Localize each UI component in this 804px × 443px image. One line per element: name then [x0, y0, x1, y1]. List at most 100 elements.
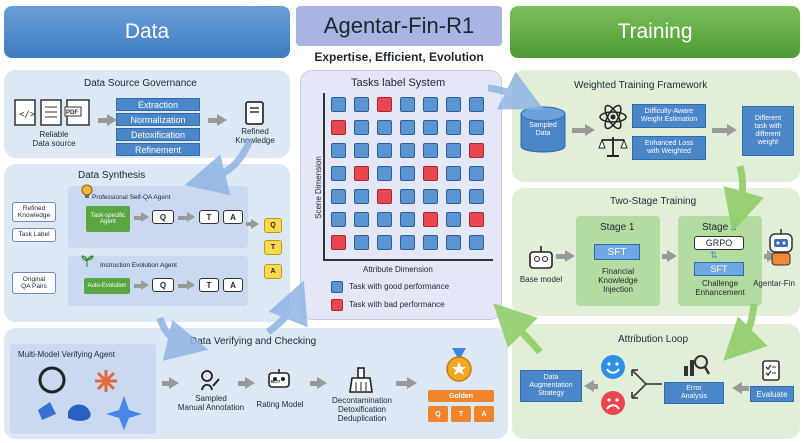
attribution-panel: Attribution Loop Data Augmentation Strat… [512, 324, 800, 439]
qa-agent-title: Professional Self-QA Agent [92, 194, 171, 201]
tasks-title: Tasks label System [351, 77, 446, 89]
base-model-label: Base model [519, 275, 563, 284]
sampled-data-label: Sampled Data [529, 122, 557, 137]
step-extraction: Extraction [116, 98, 200, 111]
arrow-shaft [134, 216, 142, 220]
arrow-shaft [556, 254, 566, 259]
exchange-arrows-icon: ⇅ [710, 250, 718, 260]
original-qa-input: Original QA Pairs [12, 272, 56, 294]
training-header: Training [510, 6, 800, 58]
arrow-shaft [208, 118, 218, 123]
analysis-icon [684, 355, 710, 376]
task-cell-good [446, 120, 461, 135]
medal-icon [446, 348, 472, 382]
arrow-head [251, 219, 259, 229]
arrow-shaft [238, 381, 246, 386]
tasks-panel: Tasks label System Scene Dimension Attri… [300, 70, 502, 320]
arrow-head [585, 124, 595, 136]
a-evolved-box: A [223, 278, 243, 292]
task-cell-good [400, 166, 415, 181]
subtitle: Expertise, Efficient, Evolution [314, 50, 484, 64]
bulb-icon [81, 184, 93, 198]
arrow-head [245, 377, 255, 389]
data-synthesis-panel: Data Synthesis Professional Self-QA Agen… [4, 164, 290, 322]
task-cell-good [423, 189, 438, 204]
scale-icon [598, 137, 628, 157]
arrow-shaft [572, 128, 586, 133]
y-axis [323, 93, 325, 261]
task-cell-good [400, 189, 415, 204]
checklist-icon [762, 360, 780, 381]
tasks-grid [331, 97, 491, 257]
broom-icon [349, 367, 373, 393]
task-cell-good [377, 166, 392, 181]
task-cell-good [400, 235, 415, 250]
attribution-title: Attribution Loop [618, 334, 689, 345]
q-box: Q [152, 210, 174, 224]
challenge-label: Challenge Enhancement [695, 279, 745, 297]
arrow-head [217, 114, 227, 126]
task-cell-bad [354, 166, 369, 181]
legend-good-swatch [331, 281, 343, 293]
arrow-shaft [712, 128, 728, 133]
arrow-shaft [396, 381, 408, 386]
task-cell-good [400, 120, 415, 135]
arrow-shaft [178, 284, 188, 288]
a-box: A [223, 210, 243, 224]
evaluate-box: Evaluate [750, 386, 794, 402]
task-cell-good [331, 143, 346, 158]
arrow-shaft [246, 222, 252, 226]
golden-box: Golden [428, 390, 494, 402]
arrow-shaft [98, 118, 108, 123]
qta-q: Q [264, 218, 282, 233]
task-cell-good [377, 212, 392, 227]
task-cell-good [354, 235, 369, 250]
task-cell-good [469, 97, 484, 112]
arrow-head-left [584, 380, 594, 392]
task-cell-bad [469, 212, 484, 227]
refined-knowledge-label: Refined Knowledge [235, 127, 275, 145]
data-header: Data [4, 6, 290, 58]
sprout-icon [81, 255, 94, 267]
sft-stage1-box: SFT [594, 244, 640, 260]
task-cell-good [469, 120, 484, 135]
agentar-robot-icon [769, 229, 793, 266]
arrow-head [407, 377, 417, 389]
data-header-label: Data [124, 20, 170, 43]
legend-bad-swatch [331, 299, 343, 311]
task-cell-good [469, 235, 484, 250]
x-axis [323, 259, 493, 261]
branch-arrows-icon [631, 369, 662, 399]
task-cell-bad [423, 212, 438, 227]
legend-good-label: Task with good performance [349, 282, 450, 291]
task-agent-box: Task-specific Agent [86, 206, 130, 232]
legend-bad-label: Task with bad performance [349, 300, 445, 309]
task-cell-good [377, 235, 392, 250]
task-cell-bad [469, 143, 484, 158]
task-cell-good [423, 235, 438, 250]
title-label: Agentar-Fin-R1 [323, 13, 475, 38]
arrow-head [317, 377, 327, 389]
sad-face-icon [601, 391, 625, 415]
golden-t: T [451, 406, 471, 422]
verify-title: Data Verifying and Checking [190, 336, 317, 347]
arrow-head [727, 124, 737, 136]
task-cell-good [354, 97, 369, 112]
task-cell-good [331, 189, 346, 204]
task-cell-good [354, 120, 369, 135]
arrow-head [107, 114, 117, 126]
q-evolved-box: Q [152, 278, 174, 292]
rating-model-label: Rating Model [256, 400, 304, 409]
task-cell-good [446, 97, 461, 112]
reliable-source-label: Reliable Data source [32, 130, 76, 148]
task-cell-good [423, 143, 438, 158]
task-cell-bad [377, 97, 392, 112]
happy-face-icon [601, 355, 625, 379]
task-cell-good [446, 212, 461, 227]
arrow-head-left [732, 382, 742, 394]
robot-icon [268, 369, 290, 388]
task-cell-good [423, 120, 438, 135]
weighted-title: Weighted Training Framework [574, 80, 708, 91]
task-cell-good [354, 212, 369, 227]
